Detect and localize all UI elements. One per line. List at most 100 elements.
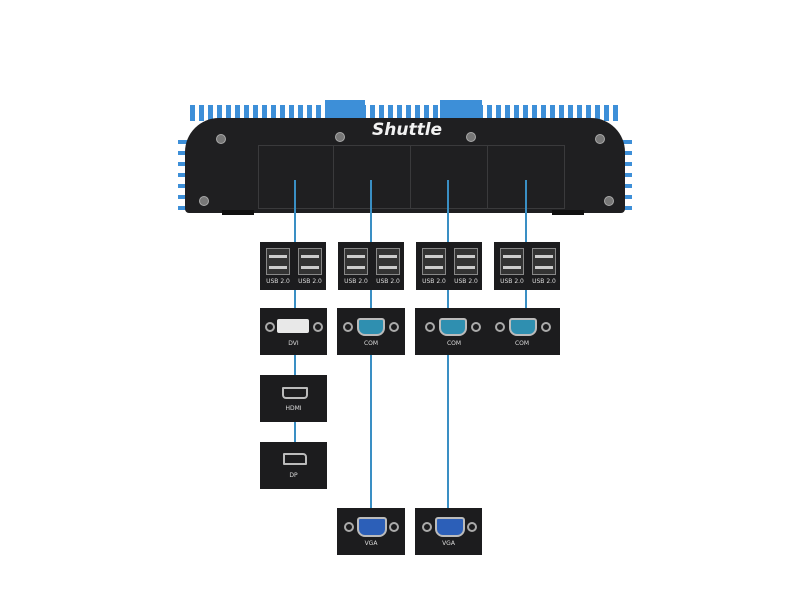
fin-block — [440, 100, 482, 118]
fin — [190, 105, 195, 121]
screw-icon — [199, 196, 209, 206]
usb-port-icon — [532, 248, 556, 275]
screw-icon — [335, 132, 345, 142]
fin — [217, 105, 222, 121]
device-foot-left — [222, 210, 254, 215]
dual-com-port-module: COM COM — [415, 308, 560, 355]
fin — [559, 105, 564, 121]
fin — [523, 105, 528, 121]
fin — [271, 105, 276, 121]
fin — [622, 206, 632, 210]
usb-label: USB 2.0 — [454, 278, 478, 285]
usb-label: USB 2.0 — [344, 278, 368, 285]
vga-port-module: VGA — [337, 508, 405, 555]
fin — [178, 173, 188, 177]
fin — [586, 105, 591, 121]
fin — [208, 105, 213, 121]
fin — [487, 105, 492, 121]
fin — [253, 105, 258, 121]
screw-icon — [604, 196, 614, 206]
displayport-connector-icon — [283, 453, 307, 465]
usb-port-icon — [454, 248, 478, 275]
fin — [406, 105, 411, 121]
expansion-slot-1 — [258, 145, 334, 209]
fin — [622, 162, 632, 166]
fin — [307, 105, 312, 121]
fin — [244, 105, 249, 121]
fin — [568, 105, 573, 121]
com-port-module: COM — [337, 308, 405, 355]
fin — [280, 105, 285, 121]
fin — [289, 105, 294, 121]
usb-label: USB 2.0 — [500, 278, 524, 285]
screw-icon — [541, 322, 551, 332]
usb-port-icon — [298, 248, 322, 275]
vga-label: VGA — [442, 540, 455, 547]
fin-block — [325, 100, 365, 118]
com-label: COM — [446, 340, 462, 347]
com-label: COM — [514, 340, 530, 347]
com-connector-icon — [357, 318, 385, 336]
fin — [415, 105, 420, 121]
hdmi-label: HDMI — [285, 405, 302, 412]
dvi-label: DVI — [288, 340, 299, 347]
com-label: COM — [363, 340, 379, 347]
fin — [199, 105, 204, 121]
expansion-slot-2 — [333, 145, 411, 209]
screw-icon — [425, 322, 435, 332]
screw-icon — [343, 322, 353, 332]
com-connector-icon — [509, 318, 537, 336]
vga-port-module: VGA — [415, 508, 482, 555]
fin — [397, 105, 402, 121]
usb-label: USB 2.0 — [422, 278, 446, 285]
fin — [298, 105, 303, 121]
fin — [496, 105, 501, 121]
fin — [178, 151, 188, 155]
usb-port-icon — [344, 248, 368, 275]
hdmi-port-module: HDMI — [260, 375, 327, 422]
fin — [514, 105, 519, 121]
fin — [388, 105, 393, 121]
screw-icon — [216, 134, 226, 144]
fin — [622, 151, 632, 155]
fin — [505, 105, 510, 121]
screw-icon — [467, 522, 477, 532]
screw-icon — [313, 322, 323, 332]
fin — [178, 184, 188, 188]
usb-port-icon — [376, 248, 400, 275]
fin — [613, 105, 618, 121]
vga-label: VGA — [364, 540, 378, 547]
fin — [235, 105, 240, 121]
screw-icon — [344, 522, 354, 532]
fin — [178, 162, 188, 166]
vga-connector-icon — [357, 517, 387, 537]
usb-label: USB 2.0 — [266, 278, 290, 285]
fin — [433, 105, 438, 121]
fin — [550, 105, 555, 121]
screw-icon — [595, 134, 605, 144]
screw-icon — [389, 522, 399, 532]
fin — [541, 105, 546, 121]
fin — [424, 105, 429, 121]
fin — [262, 105, 267, 121]
usb-label: USB 2.0 — [376, 278, 400, 285]
screw-icon — [422, 522, 432, 532]
vga-connector-icon — [435, 517, 465, 537]
fin — [604, 105, 609, 121]
fin — [622, 140, 632, 144]
screw-icon — [389, 322, 399, 332]
screw-icon — [495, 322, 505, 332]
com-connector-icon — [439, 318, 467, 336]
screw-icon — [471, 322, 481, 332]
screw-icon — [466, 132, 476, 142]
fin — [577, 105, 582, 121]
fin — [316, 105, 321, 121]
fin — [532, 105, 537, 121]
fin — [370, 105, 375, 121]
hdmi-connector-icon — [282, 387, 308, 399]
dvi-connector-icon — [277, 319, 309, 333]
fin — [226, 105, 231, 121]
device-foot-right — [552, 210, 584, 215]
